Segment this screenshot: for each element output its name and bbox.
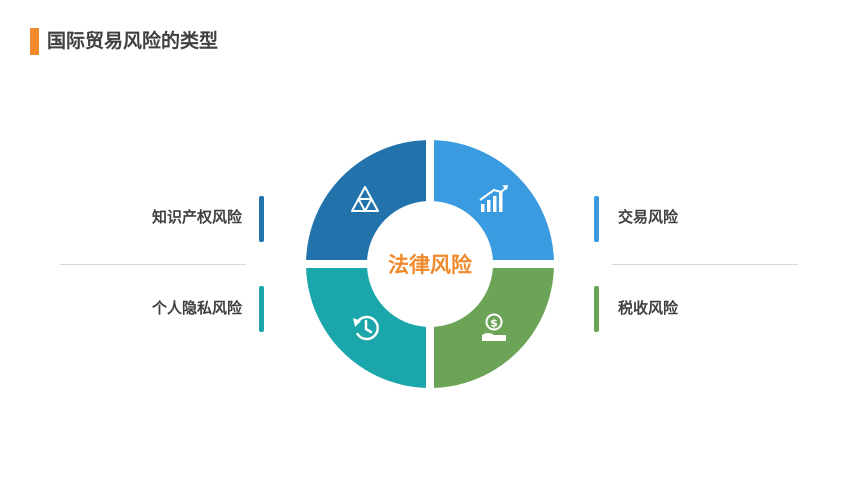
bar-tax-risk — [594, 286, 599, 332]
quadrant-top-left — [306, 140, 426, 260]
svg-text:$: $ — [490, 317, 498, 330]
triangle-pyramid-icon — [351, 186, 379, 212]
money-hand-icon: $ — [482, 313, 506, 341]
bar-privacy-risk — [259, 286, 264, 332]
label-trade-risk: 交易风险 — [618, 208, 679, 226]
title-accent-bar — [30, 28, 39, 55]
divider-right — [612, 264, 798, 265]
label-privacy-risk: 个人隐私风险 — [151, 299, 242, 317]
bar-ip-risk — [259, 196, 264, 242]
label-tax-risk: 税收风险 — [618, 299, 679, 317]
divider-left — [60, 264, 246, 265]
bar-trade-risk — [594, 196, 599, 242]
history-clock-icon — [353, 315, 379, 341]
bar-growth-icon — [479, 185, 508, 212]
quadrant-bottom-right — [434, 268, 554, 388]
label-ip-risk: 知识产权风险 — [151, 208, 242, 226]
page-title: 国际贸易风险的类型 — [47, 30, 219, 52]
center-label: 法律风险 — [388, 253, 473, 277]
